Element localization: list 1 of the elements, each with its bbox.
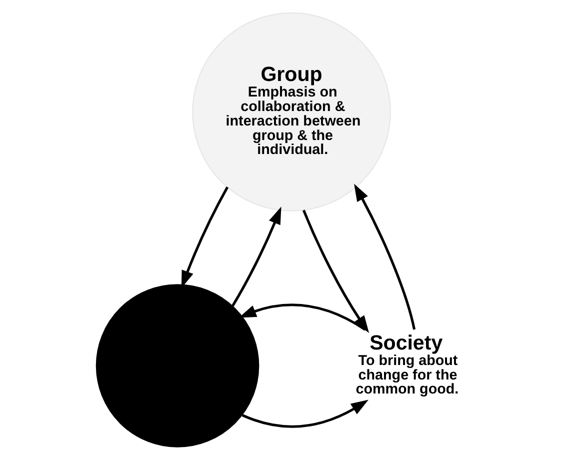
node-text: Society To bring about change for the common good. [356,330,459,398]
